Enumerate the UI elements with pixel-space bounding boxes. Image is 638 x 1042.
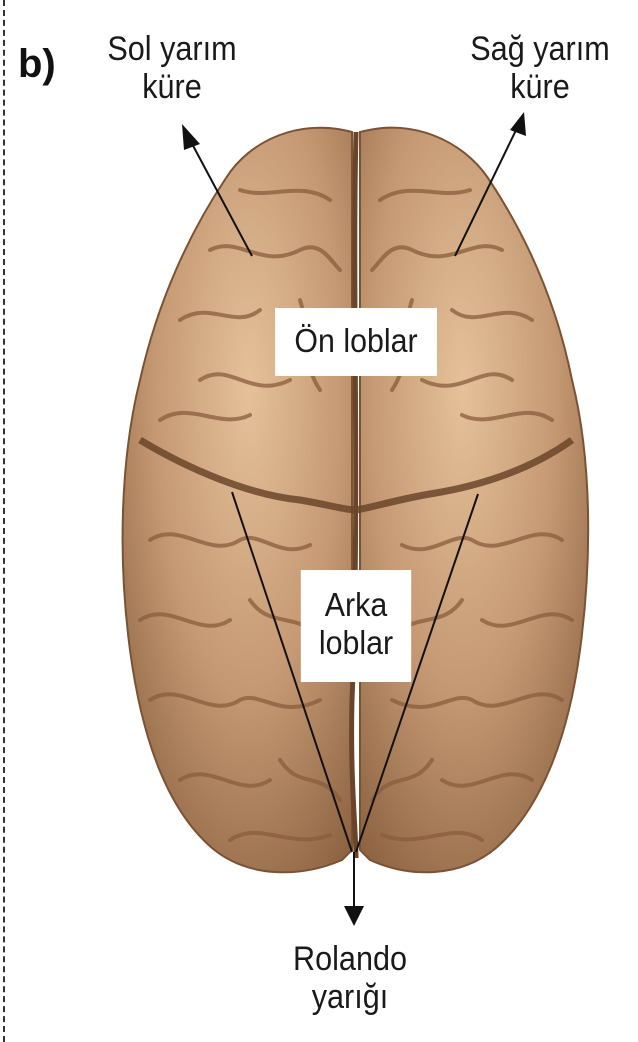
label-right-hemisphere: Sağ yarım küre — [459, 30, 621, 106]
label-left-hemisphere: Sol yarım küre — [91, 30, 253, 106]
label-left-hemisphere-line1: Sol yarım — [91, 30, 253, 68]
label-central-sulcus-line2: yarığı — [251, 978, 449, 1016]
label-frontal-lobes-text: Ön loblar — [275, 322, 437, 360]
label-left-hemisphere-line2: küre — [91, 68, 253, 106]
arrowhead-rolando — [344, 906, 364, 926]
label-central-sulcus: Rolando yarığı — [251, 940, 449, 1016]
label-right-hemisphere-line2: küre — [459, 68, 621, 106]
label-central-sulcus-line1: Rolando — [251, 940, 449, 978]
arrowhead-right-hemisphere — [510, 112, 526, 136]
label-frontal-lobes: Ön loblar — [275, 308, 437, 376]
label-posterior-lobes: Arka loblar — [301, 570, 411, 682]
arrowhead-left-hemisphere — [182, 124, 200, 150]
label-right-hemisphere-line1: Sağ yarım — [459, 30, 621, 68]
label-posterior-lobes-line2: loblar — [301, 624, 411, 662]
label-posterior-lobes-line1: Arka — [301, 586, 411, 624]
